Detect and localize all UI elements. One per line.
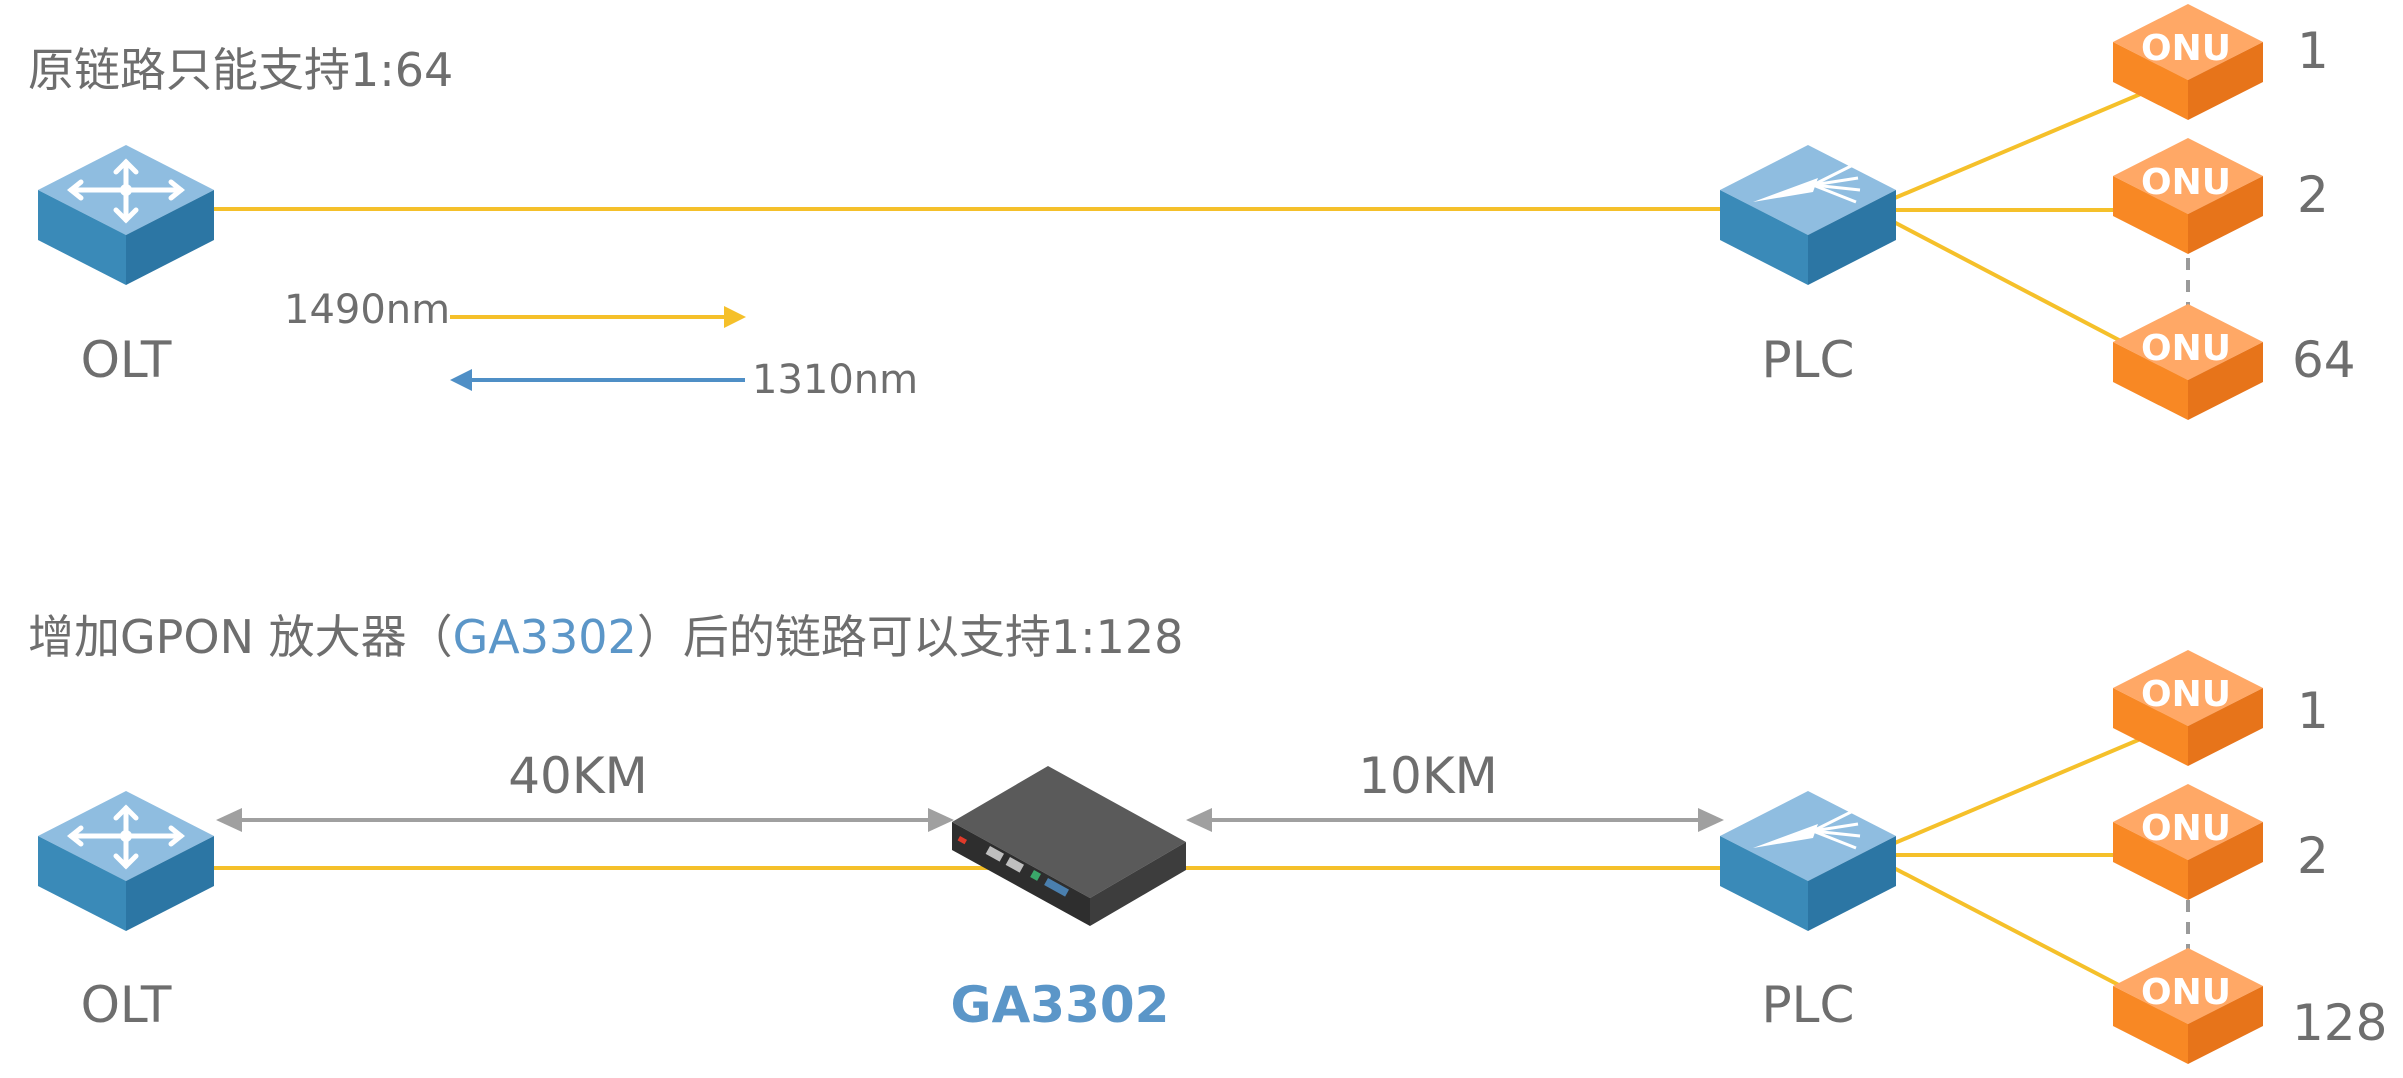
amplifier-label: GA3302 [951,976,1170,1034]
distance-right-arrowhead-left [1186,808,1212,832]
onu-icon: ONU [2113,4,2263,120]
distance-right-label: 10KM [1358,747,1498,805]
onu-number: 1 [2297,682,2329,740]
bottom-title-highlight: GA3302 [453,610,637,664]
onu-icon: ONU [2113,304,2263,420]
plc-label: PLC [1762,976,1855,1034]
plc-splitter-icon [1720,791,1896,931]
fiber-plc-onu128 [1889,864,2139,997]
upstream-arrow-head [450,369,472,391]
fiber-plc-onu1 [1889,88,2151,202]
wavelength-up-label: 1310nm [752,357,918,403]
distance-left-arrowhead-right [928,808,954,832]
onu-icon: ONU [2113,650,2263,766]
bottom-title: 增加GPON 放大器（GA3302）后的链路可以支持1:128 [28,610,1183,664]
wavelength-down-label: 1490nm [284,287,450,333]
onu-number: 2 [2297,827,2329,885]
bottom-title-part2: ）后的链路可以支持1:128 [637,610,1184,664]
onu-number: 128 [2292,994,2387,1052]
onu-number: 2 [2297,166,2329,224]
onu-number: 64 [2292,331,2356,389]
top-diagram: 原链路只能支持1:64 OLT 1490nm 1310nm [28,4,2356,420]
onu-text: ONU [2141,28,2231,69]
olt-icon [38,791,214,931]
plc-splitter-icon [1720,145,1896,285]
onu-icon: ONU [2113,784,2263,900]
olt-icon [38,145,214,285]
bottom-diagram: 增加GPON 放大器（GA3302）后的链路可以支持1:128 40KM 10K… [28,610,2387,1064]
distance-left-arrowhead-left [216,808,242,832]
distance-left-label: 40KM [508,747,648,805]
downstream-arrow-head [724,306,746,328]
plc-label: PLC [1762,331,1855,389]
onu-text: ONU [2141,808,2231,849]
fiber-plc-onu1 [1889,733,2151,847]
onu-text: ONU [2141,674,2231,715]
distance-right-arrowhead-right [1698,808,1724,832]
onu-text: ONU [2141,972,2231,1013]
onu-number: 1 [2297,22,2329,80]
amplifier-device-icon [952,766,1186,926]
onu-icon: ONU [2113,948,2263,1064]
olt-label: OLT [81,331,172,389]
onu-icon: ONU [2113,138,2263,254]
olt-label: OLT [81,976,172,1034]
bottom-title-part1: 增加GPON 放大器（ [28,610,453,664]
onu-text: ONU [2141,328,2231,369]
onu-text: ONU [2141,162,2231,203]
fiber-plc-onu64 [1889,218,2139,352]
top-title: 原链路只能支持1:64 [28,43,453,97]
